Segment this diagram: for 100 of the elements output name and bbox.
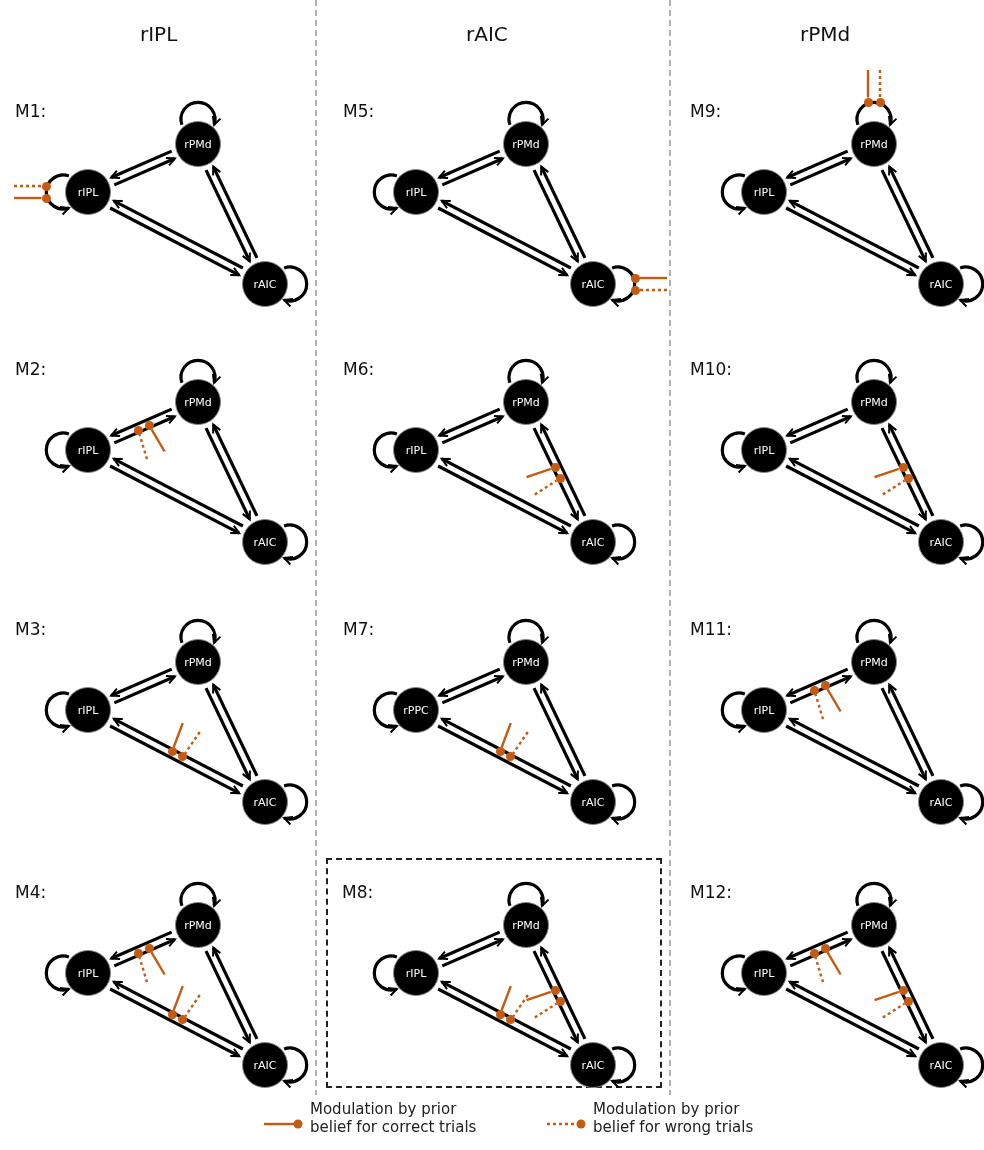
connection-arrow: [438, 407, 501, 437]
self-connection-arrow: [855, 881, 898, 907]
self-connection-arrow: [959, 1046, 984, 1089]
connection-arrow: [785, 464, 917, 535]
connection-arrow: [785, 724, 917, 795]
connection-arrow: [532, 950, 580, 1044]
connection-arrow: [437, 464, 569, 535]
self-connection-arrow: [44, 691, 70, 734]
region-node: rPMd: [503, 379, 549, 425]
connection-arrow: [880, 427, 928, 521]
region-node: rAIC: [570, 779, 616, 825]
modulation-line: [138, 434, 149, 460]
self-connection-arrow: [179, 358, 222, 384]
region-node: rPMd: [851, 902, 897, 948]
connection-arrow: [440, 717, 572, 788]
model-label: M9:: [690, 101, 722, 121]
modulation-line: [826, 951, 842, 976]
connection-arrow: [211, 423, 259, 517]
model-label: M4:: [15, 882, 47, 902]
modulation-line: [826, 688, 842, 713]
modulation-line: [526, 467, 552, 479]
connection-arrow: [786, 667, 849, 697]
connection-arrow: [441, 157, 504, 187]
connection-arrow: [887, 165, 935, 259]
modulation-line: [512, 731, 529, 754]
connection-arrow: [109, 724, 241, 795]
self-connection-arrow: [855, 100, 898, 126]
region-node: rPMd: [851, 639, 897, 685]
self-connection-arrow: [611, 265, 637, 308]
modulation-dot: [178, 1015, 188, 1025]
connection-arrow: [113, 415, 176, 445]
region-node: rIPL: [393, 950, 439, 996]
connection-arrow: [789, 415, 852, 445]
modulation-line: [882, 1002, 906, 1019]
modulation-dot: [630, 285, 640, 295]
self-connection-arrow: [44, 173, 70, 216]
modulation-dot: [178, 752, 188, 762]
modulation-dot: [550, 985, 560, 995]
modulation-dot: [820, 943, 830, 953]
modulation-line: [534, 1002, 558, 1019]
self-connection-arrow: [959, 265, 984, 308]
connection-arrow: [788, 457, 920, 528]
connection-arrow: [789, 675, 852, 705]
region-node: rPMd: [175, 121, 221, 167]
self-connection-arrow: [179, 881, 222, 907]
modulation-dot: [550, 462, 560, 472]
region-node: rPMd: [503, 639, 549, 685]
modulation-line: [814, 694, 825, 720]
modulation-line: [184, 994, 201, 1017]
region-node: rPMd: [851, 121, 897, 167]
connection-arrow: [437, 724, 569, 795]
modulation-dot: [41, 181, 51, 191]
region-node: rAIC: [242, 779, 288, 825]
connection-arrow: [441, 415, 504, 445]
self-connection-arrow: [959, 783, 984, 826]
self-connection-arrow: [372, 954, 398, 997]
self-connection-arrow: [720, 431, 746, 474]
self-connection-arrow: [611, 1046, 637, 1089]
connection-arrow: [437, 206, 569, 277]
region-node: rPMd: [503, 121, 549, 167]
connection-arrow: [110, 407, 173, 437]
self-connection-arrow: [611, 783, 637, 826]
region-node: rAIC: [242, 261, 288, 307]
connection-arrow: [788, 980, 920, 1051]
connection-arrow: [532, 169, 580, 263]
modulation-dot: [903, 996, 913, 1006]
connection-arrow: [539, 423, 587, 517]
region-node: rIPL: [741, 950, 787, 996]
region-node: rPMd: [175, 902, 221, 948]
self-connection-arrow: [179, 100, 222, 126]
connection-arrow: [539, 165, 587, 259]
connection-arrow: [110, 667, 173, 697]
model-label: M10:: [690, 359, 733, 379]
self-connection-arrow: [507, 358, 550, 384]
modulation-line: [882, 479, 906, 496]
connection-arrow: [441, 938, 504, 968]
modulation-line: [184, 731, 201, 754]
connection-arrow: [880, 950, 928, 1044]
region-node: rAIC: [918, 519, 964, 565]
connection-arrow: [204, 950, 252, 1044]
connection-arrow: [437, 987, 569, 1058]
connection-arrow: [109, 987, 241, 1058]
modulation-dot: [875, 97, 885, 107]
modulation-line: [814, 957, 825, 983]
connection-arrow: [789, 157, 852, 187]
modulation-dot: [863, 97, 873, 107]
self-connection-arrow: [855, 358, 898, 384]
region-node: rAIC: [570, 261, 616, 307]
self-connection-arrow: [720, 173, 746, 216]
modulation-line: [14, 184, 42, 188]
modulation-line: [172, 722, 184, 748]
connection-arrow: [789, 938, 852, 968]
modulation-line: [639, 276, 667, 280]
connection-arrow: [532, 427, 580, 521]
self-connection-arrow: [720, 691, 746, 734]
region-node: rPMd: [175, 639, 221, 685]
modulation-line: [150, 951, 166, 976]
self-connection-arrow: [507, 881, 550, 907]
connection-arrow: [112, 980, 244, 1051]
region-node: rIPL: [65, 950, 111, 996]
